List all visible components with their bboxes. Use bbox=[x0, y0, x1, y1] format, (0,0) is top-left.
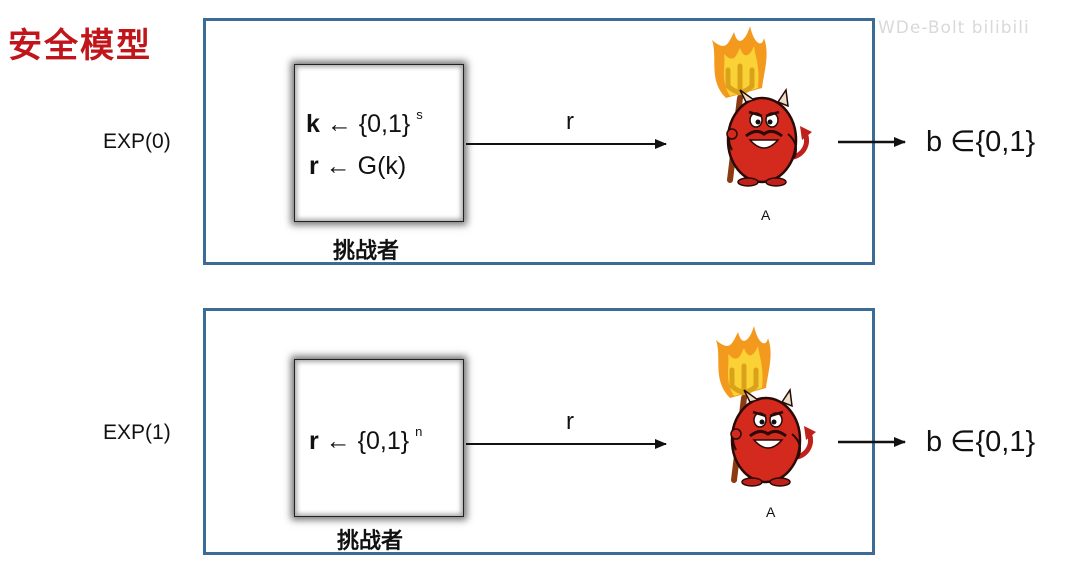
exp0-challenger-role: 挑战者 bbox=[333, 239, 400, 264]
exp0-adversary-label: A bbox=[761, 207, 771, 223]
exp0-r-var: r bbox=[309, 152, 319, 180]
devil-adversary-icon bbox=[716, 326, 816, 486]
exp0-message-label: r bbox=[566, 108, 574, 135]
exp0-key-exponent: s bbox=[416, 106, 423, 122]
exp1-r-sampling: r ← {0,1} n bbox=[309, 423, 423, 456]
exp0-key-sampling: k ← {0,1} s bbox=[306, 106, 423, 139]
exp1-label: EXP(1) bbox=[103, 421, 171, 444]
devil-adversary-icon bbox=[712, 26, 812, 186]
exp1-adversary-label: A bbox=[766, 504, 776, 520]
exp1-challenger-box bbox=[294, 359, 464, 517]
exp1-r-exponent: n bbox=[415, 423, 423, 439]
exp1-r-rest: ← {0,1} bbox=[318, 427, 410, 455]
watermark: WDe-Bolt bilibili bbox=[878, 18, 1030, 38]
exp1-r-var: r bbox=[309, 427, 319, 455]
exp0-output: b ∈{0,1} bbox=[926, 126, 1036, 158]
exp0-key-rest: ← {0,1} bbox=[319, 110, 411, 138]
exp0-label: EXP(0) bbox=[103, 130, 171, 153]
exp1-output: b ∈{0,1} bbox=[926, 426, 1036, 458]
page-title: 安全模型 bbox=[8, 26, 152, 66]
exp0-prg-eval: r ← G(k) bbox=[309, 152, 406, 181]
exp1-challenger-role: 挑战者 bbox=[337, 529, 404, 554]
exp0-prg-rest: ← G(k) bbox=[318, 152, 407, 180]
exp0-key-var: k bbox=[306, 110, 320, 138]
exp1-message-label: r bbox=[566, 408, 574, 435]
exp0-challenger-box bbox=[294, 64, 464, 222]
